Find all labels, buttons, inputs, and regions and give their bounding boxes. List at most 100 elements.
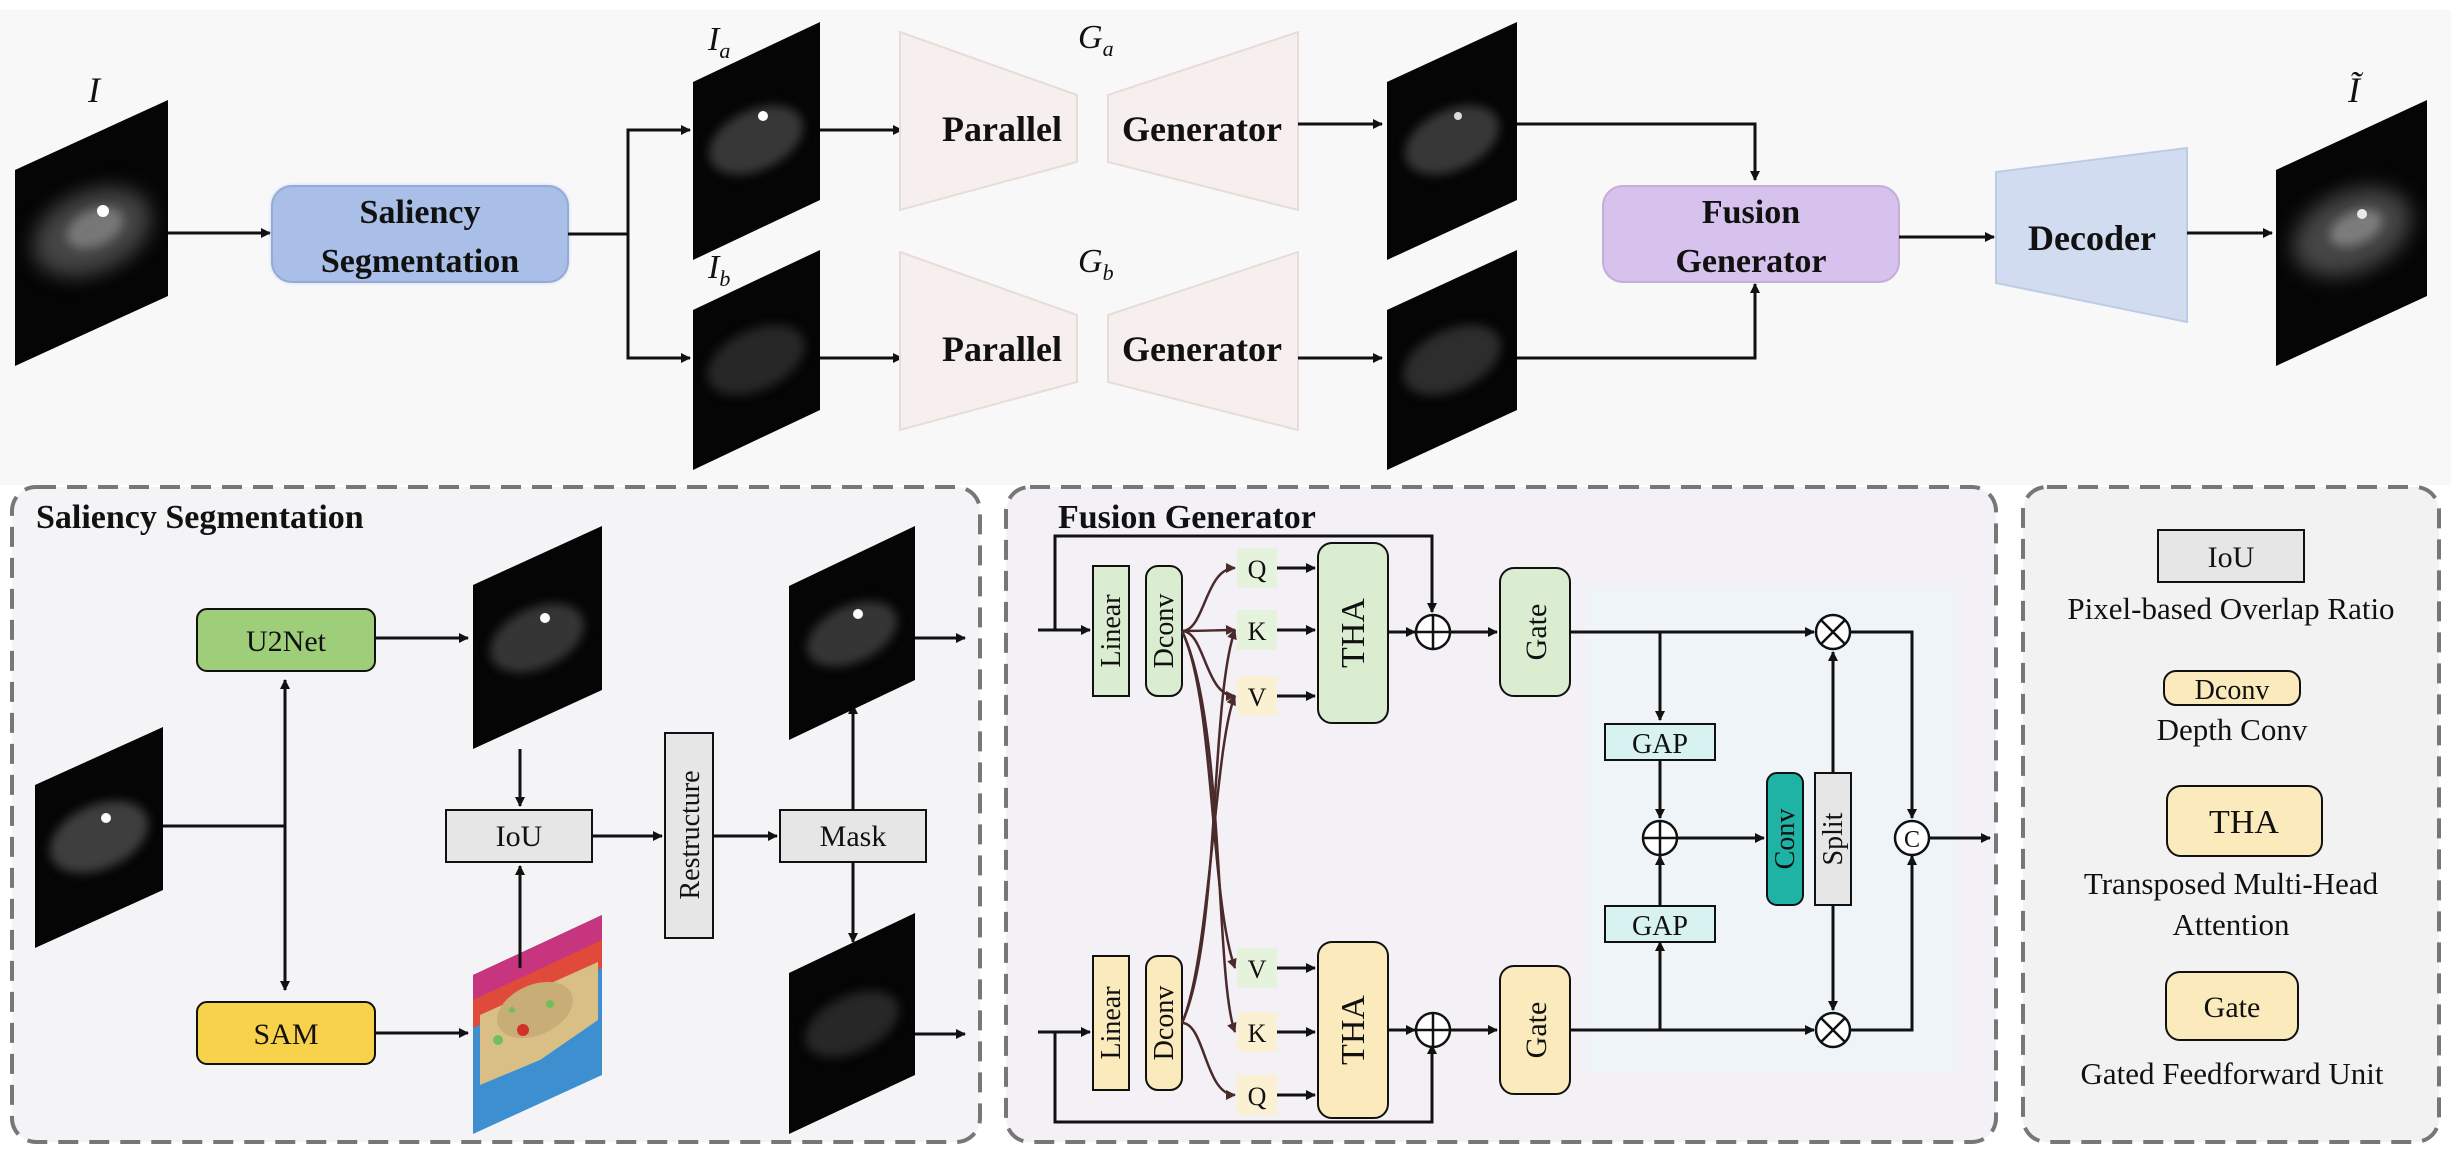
v-bottom-cell (1237, 948, 1277, 988)
linear-top-text: Linear (1096, 594, 1127, 668)
legend-dconv: Dconv Depth Conv (2157, 670, 2308, 747)
gen-b-generator-text: Generator (1122, 329, 1282, 369)
saliency-input-image (35, 727, 163, 948)
fusion-block-line2: Generator (1675, 243, 1826, 280)
legend-tha: THA Transposed Multi-Head Attention (2084, 785, 2379, 942)
legend-tha-desc-line1: Transposed Multi-Head (2084, 866, 2379, 901)
legend-iou-box-text: IoU (2208, 541, 2255, 574)
legend-tha-desc-line2: Attention (2172, 907, 2290, 942)
gate-bottom-text: Gate (1520, 1002, 1553, 1059)
input-image-label: I (87, 70, 102, 110)
parallel-generator-a[interactable]: Parallel Generator (899, 30, 1299, 212)
gap-block-top[interactable]: GAP (1604, 723, 1716, 761)
arrow-mult-bottom-to-concat (1850, 855, 1917, 1032)
output-mri-image (2276, 100, 2427, 366)
mask-block[interactable]: Mask (779, 809, 927, 863)
legend-gate: Gate Gated Feedforward Unit (2080, 971, 2384, 1091)
sam-block[interactable]: SAM (196, 1001, 376, 1065)
ga-output-image (1387, 22, 1517, 260)
fusion-panel-title: Fusion Generator (1058, 499, 1316, 536)
add-node-bottom (1414, 1011, 1452, 1049)
linear-block-top[interactable]: Linear (1092, 565, 1130, 697)
dconv-block-bottom[interactable]: Dconv (1145, 955, 1183, 1091)
legend-iou-desc: Pixel-based Overlap Ratio (2067, 591, 2394, 626)
gb-label: Gb (1078, 243, 1114, 285)
v-bottom-text: V (1248, 955, 1267, 984)
sam-segmentation-image (473, 915, 602, 1134)
conv-text: Conv (1770, 809, 1801, 870)
v-top-text: V (1248, 683, 1267, 712)
masked-image-a (789, 526, 915, 740)
qkv-connection-curves (1180, 563, 1237, 1100)
legend-iou: IoU Pixel-based Overlap Ratio (2067, 529, 2395, 626)
add-node-top (1414, 613, 1452, 651)
k-bottom-text: K (1248, 1019, 1267, 1048)
gap-bottom-text: GAP (1632, 911, 1688, 942)
ia-label: Ia (707, 21, 730, 63)
arrow-ga-out-to-fusion (1517, 122, 1760, 181)
gap-block-bottom[interactable]: GAP (1604, 905, 1716, 943)
parallel-generator-b[interactable]: Parallel Generator (899, 250, 1299, 432)
image-ib (693, 250, 820, 470)
output-image-label: Ĩ (2347, 70, 2364, 110)
arrow-gb-out-to-fusion (1517, 283, 1760, 360)
iou-text: IoU (496, 820, 543, 853)
arrow-saliency-to-ib (626, 234, 691, 363)
gap-top-text: GAP (1632, 729, 1688, 760)
iou-block[interactable]: IoU (445, 809, 593, 863)
tha-block-top[interactable]: THA (1317, 542, 1389, 724)
k-top-cell (1237, 610, 1277, 650)
restructure-block[interactable]: Restructure (664, 732, 714, 939)
restructure-text: Restructure (675, 770, 706, 899)
legend-gate-box (2165, 971, 2299, 1041)
split-block[interactable]: Split (1814, 772, 1852, 906)
concat-text: C (1904, 827, 1920, 853)
gen-a-generator-text: Generator (1122, 109, 1282, 149)
tha-bottom-text: THA (1335, 995, 1372, 1065)
q-top-cell (1237, 548, 1277, 588)
tha-top-text: THA (1335, 598, 1372, 668)
gate-block-top[interactable]: Gate (1499, 567, 1571, 697)
tha-block-bottom[interactable]: THA (1317, 941, 1389, 1119)
sam-text: SAM (253, 1018, 318, 1051)
decoder-block[interactable]: Decoder (1995, 146, 2188, 324)
saliency-segmentation-block[interactable]: Saliency Segmentation (271, 185, 569, 283)
k-top-text: K (1248, 617, 1267, 646)
fusion-block-line1: Fusion (1702, 194, 1800, 231)
dconv-bottom-text: Dconv (1149, 986, 1180, 1061)
k-bottom-cell (1237, 1012, 1277, 1052)
q-bottom-text: Q (1248, 1082, 1267, 1111)
image-ia (693, 22, 820, 260)
decoder-text: Decoder (2028, 218, 2156, 258)
multiply-node-bottom (1814, 1011, 1852, 1049)
masked-image-b (789, 913, 915, 1134)
u2net-output-image (473, 526, 602, 749)
dconv-block-top[interactable]: Dconv (1145, 565, 1183, 697)
multiply-node-top (1814, 613, 1852, 651)
linear-block-bottom[interactable]: Linear (1092, 955, 1130, 1091)
split-text: Split (1818, 812, 1849, 865)
input-mri-image (15, 100, 168, 366)
dconv-top-text: Dconv (1149, 594, 1180, 669)
ib-label: Ib (707, 249, 730, 291)
legend-dconv-box (2163, 670, 2301, 706)
qkv-top: Q K V (1237, 548, 1277, 716)
legend-gate-desc: Gated Feedforward Unit (2080, 1056, 2383, 1091)
conv-block[interactable]: Conv (1766, 772, 1804, 906)
gb-output-image (1387, 250, 1517, 470)
legend-tha-box-text: THA (2209, 804, 2279, 841)
legend-dconv-desc: Depth Conv (2157, 712, 2308, 747)
legend-gate-box-text: Gate (2204, 991, 2261, 1024)
u2net-block[interactable]: U2Net (196, 608, 376, 672)
fusion-generator-block[interactable]: Fusion Generator (1602, 185, 1900, 283)
arrow-saliency-to-ia (568, 125, 691, 236)
linear-bottom-text: Linear (1096, 986, 1127, 1060)
q-bottom-cell (1237, 1075, 1277, 1115)
concat-node: C (1893, 819, 1931, 857)
gate-block-bottom[interactable]: Gate (1499, 965, 1571, 1095)
qkv-bottom: V K Q (1237, 948, 1277, 1115)
arrow-bottom-residual (1053, 1032, 1437, 1124)
u2net-text: U2Net (246, 625, 327, 658)
gen-b-parallel-text: Parallel (942, 329, 1062, 369)
